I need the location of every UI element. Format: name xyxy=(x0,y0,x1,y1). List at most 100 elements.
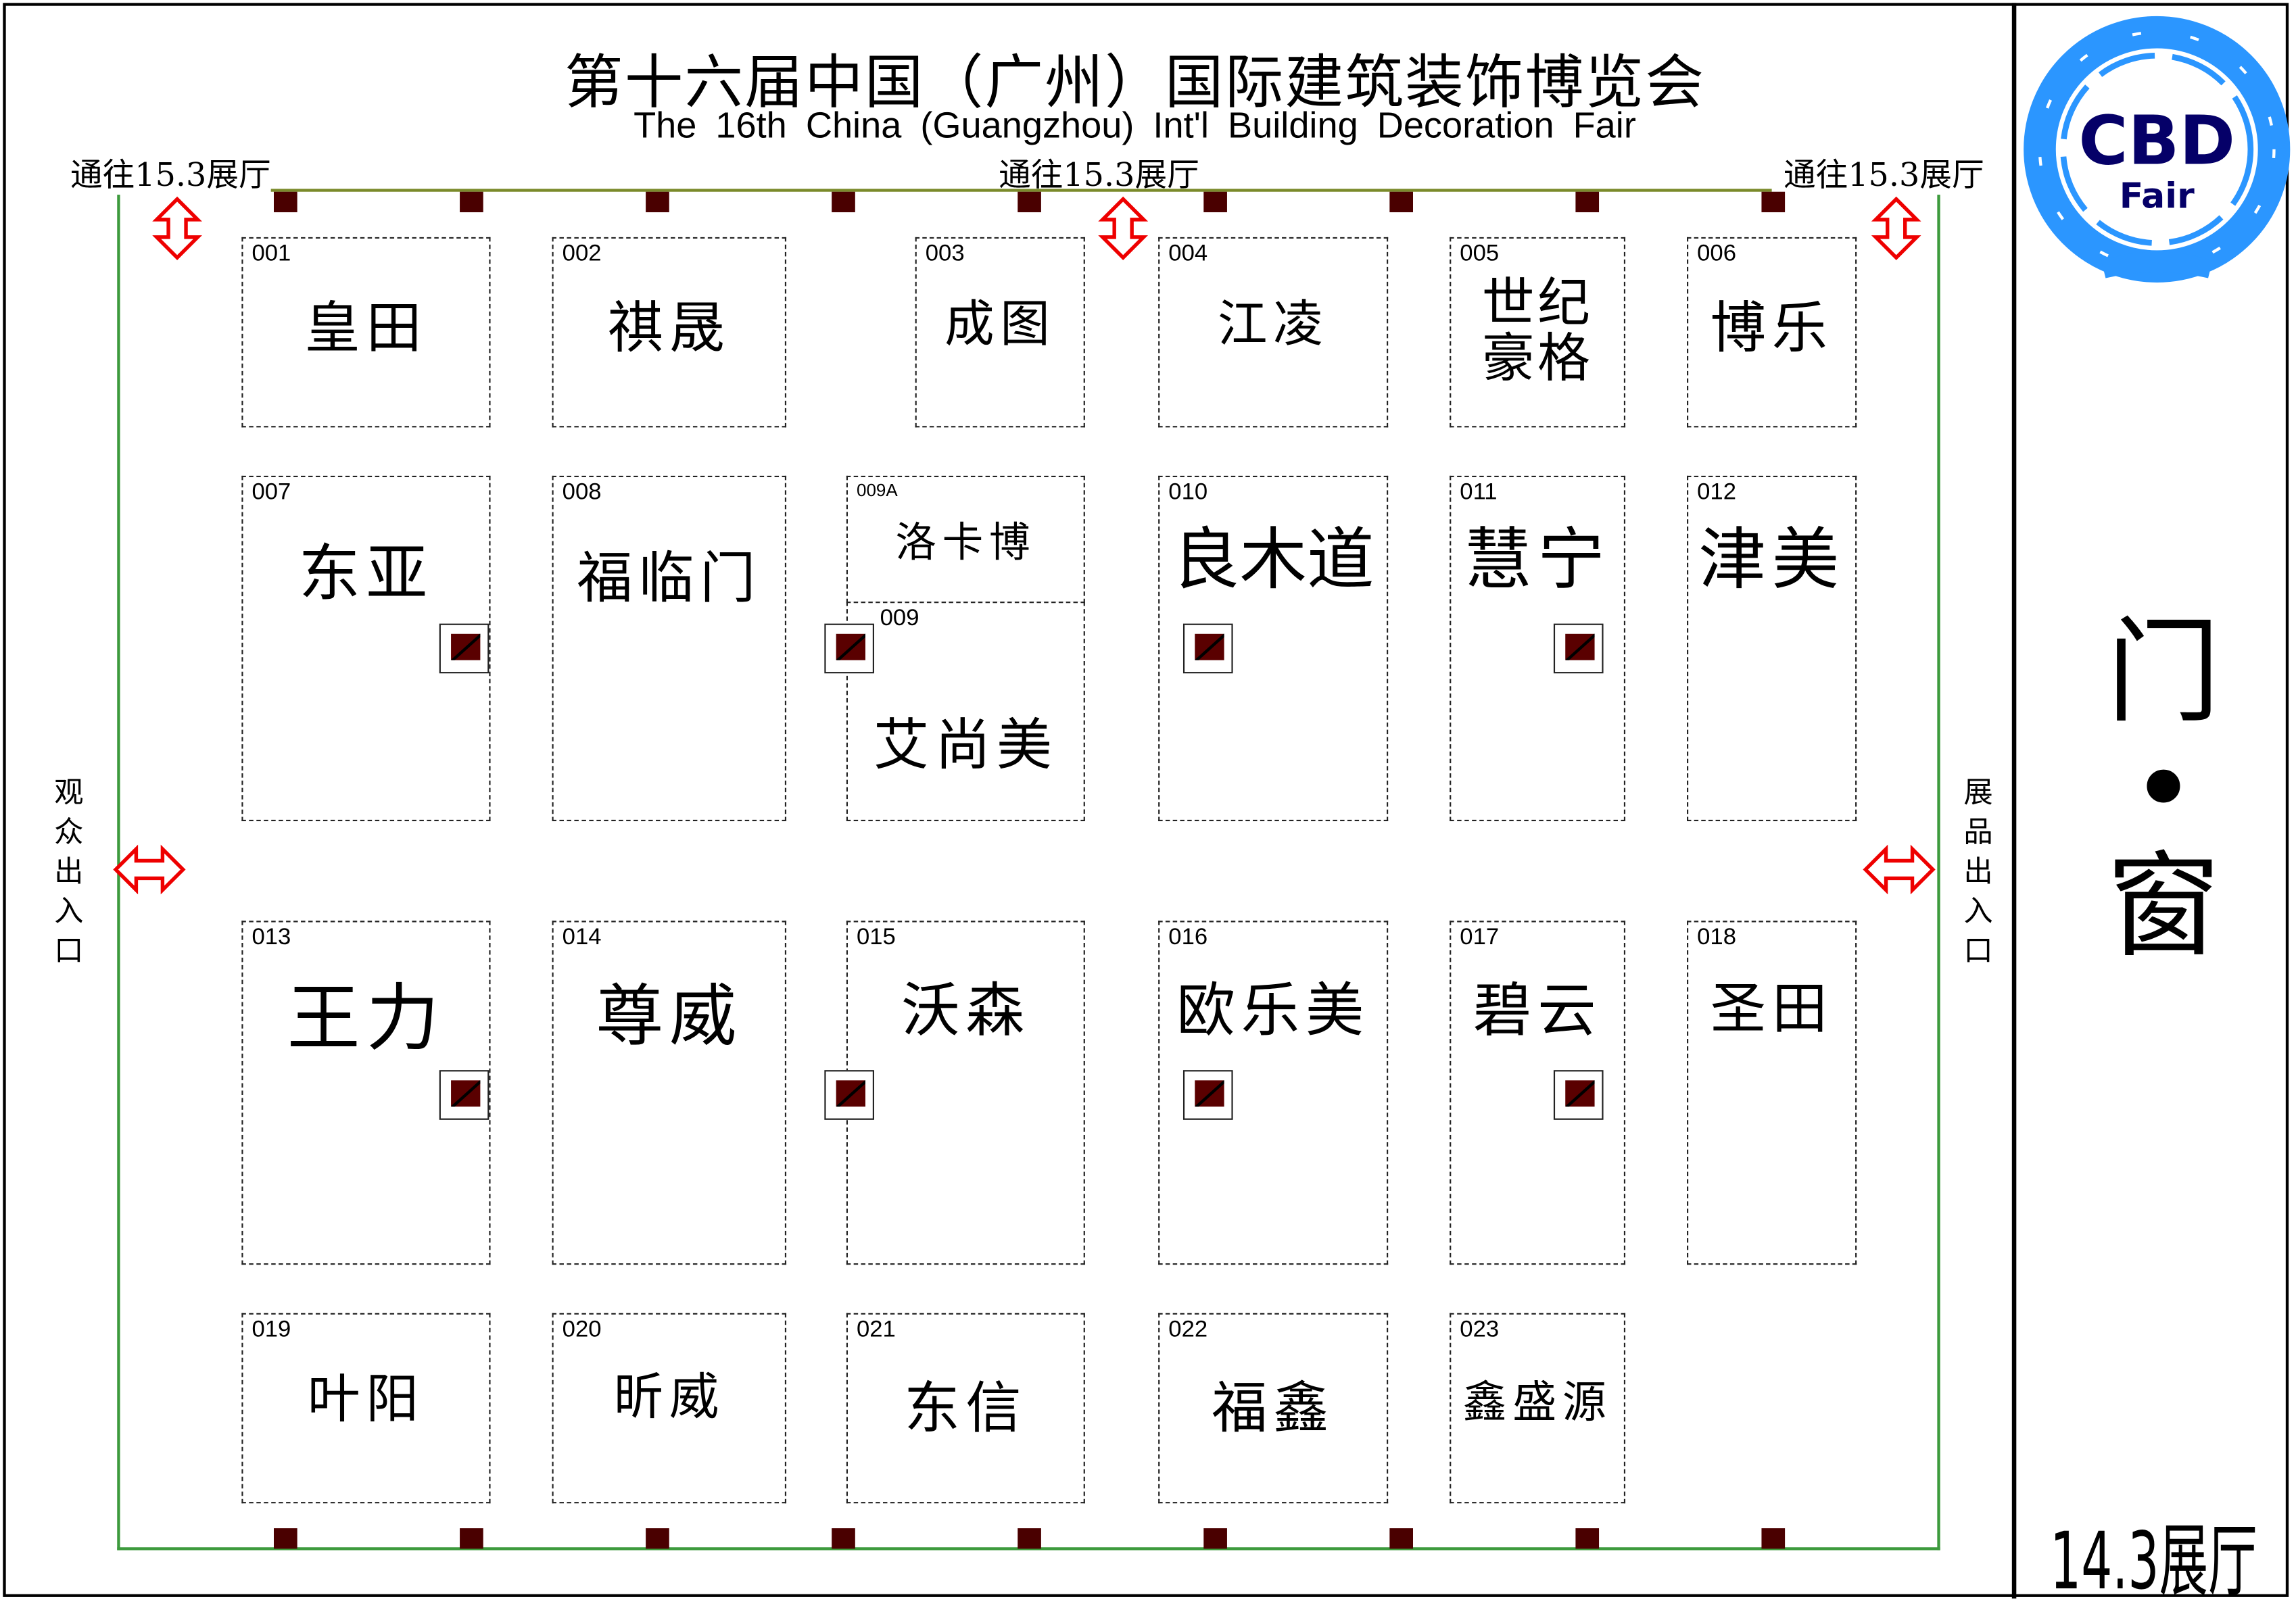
pillar xyxy=(1575,191,1600,213)
pillar xyxy=(1389,191,1413,213)
cbd-fair-logo: CBD Fair xyxy=(2024,16,2291,283)
booth-company-name: 艾尚美 xyxy=(873,712,1058,778)
booth-company-name: 碧云 xyxy=(1473,977,1602,1046)
pillar xyxy=(1203,191,1227,213)
passage-label-right: 通往15.3展厅 xyxy=(1783,157,1984,195)
booth-number: 021 xyxy=(856,1317,896,1343)
booth-022[interactable]: 022 福鑫 xyxy=(1158,1313,1389,1504)
booth-company-name: 良木道 xyxy=(1172,519,1374,599)
passage-label-center: 通往15.3展厅 xyxy=(999,157,1199,195)
double-arrow-vertical-icon xyxy=(152,196,202,261)
passage-label-left: 通往15.3展厅 xyxy=(70,157,271,195)
booth-company-name: 福临门 xyxy=(577,545,762,611)
door-icon xyxy=(451,633,481,660)
booth-number: 022 xyxy=(1168,1317,1208,1343)
booth-006[interactable]: 006 博乐 xyxy=(1687,237,1857,428)
booth-company-name: 东亚 xyxy=(298,537,434,609)
booth-number: 007 xyxy=(252,480,291,506)
booth-number: 009 xyxy=(880,606,919,631)
booth-number: 002 xyxy=(562,241,602,267)
door-sample-marker xyxy=(1182,1070,1233,1120)
booth-number: 014 xyxy=(562,925,602,950)
panel-divider xyxy=(2011,3,2017,1599)
pillar xyxy=(1761,191,1786,213)
door-sample-marker xyxy=(824,1070,874,1120)
booth-number: 015 xyxy=(856,925,896,950)
pillar xyxy=(1761,1528,1786,1549)
double-arrow-vertical-icon xyxy=(1098,196,1148,261)
booth-number: 006 xyxy=(1697,241,1736,267)
booth-company-name: 成图 xyxy=(944,295,1056,355)
booth-company-name: 欧乐美 xyxy=(1176,977,1370,1046)
pillar xyxy=(1575,1528,1600,1549)
booth-number: 020 xyxy=(562,1317,602,1343)
booth-number: 013 xyxy=(252,925,291,950)
title-english: The 16th China (Guangzhou) Int'l Buildin… xyxy=(633,105,1636,147)
booth-company-name: 祺晟 xyxy=(607,295,731,360)
booth-008[interactable]: 008 福临门 xyxy=(552,475,787,822)
door-sample-marker xyxy=(439,1070,489,1120)
booth-number: 001 xyxy=(252,241,291,267)
booth-company-name: 博乐 xyxy=(1710,295,1834,360)
booth-company-name: 东信 xyxy=(904,1375,1028,1441)
svg-text:CBD: CBD xyxy=(2078,103,2235,180)
visitor-entrance-label: 观众出入口 xyxy=(54,774,84,968)
category-dot: • xyxy=(2130,725,2197,856)
booth-003[interactable]: 003 成图 xyxy=(915,237,1085,428)
door-icon xyxy=(1195,633,1224,660)
pillar xyxy=(460,191,483,213)
booth-009[interactable]: 009 艾尚美 xyxy=(824,602,1085,822)
booth-number: 008 xyxy=(562,480,602,506)
pillar xyxy=(274,191,297,213)
booth-021[interactable]: 021 东信 xyxy=(846,1313,1085,1504)
pillar xyxy=(460,1528,483,1549)
pillar xyxy=(274,1528,297,1549)
pillar xyxy=(832,1528,855,1549)
booth-company-name: 昕威 xyxy=(613,1369,725,1427)
booth-020[interactable]: 020 昕威 xyxy=(552,1313,787,1504)
pillar xyxy=(646,1528,669,1549)
booth-company-name: 福鑫 xyxy=(1212,1375,1335,1441)
booth-company-name: 江凌 xyxy=(1217,295,1329,355)
booth-014[interactable]: 014 尊威 xyxy=(552,921,787,1265)
booth-company-name: 鑫盛源 xyxy=(1462,1377,1612,1429)
booth-company-name: 叶阳 xyxy=(307,1370,425,1430)
booth-015[interactable]: 015 沃森 xyxy=(824,921,1085,1265)
door-icon xyxy=(836,1080,865,1107)
door-icon xyxy=(836,633,865,660)
door-icon xyxy=(1565,1080,1595,1107)
door-icon xyxy=(1195,1080,1224,1107)
right-wall-line xyxy=(1937,195,1940,1550)
pillar xyxy=(1389,1528,1413,1549)
door-sample-marker xyxy=(1553,623,1604,674)
booth-company-name: 沃森 xyxy=(901,977,1030,1046)
pillar xyxy=(832,191,855,213)
booth-number: 011 xyxy=(1460,480,1498,506)
double-arrow-vertical-icon xyxy=(1871,196,1921,261)
pillar xyxy=(1018,1528,1041,1549)
door-sample-marker xyxy=(1553,1070,1604,1120)
booth-007[interactable]: 007 东亚 xyxy=(241,475,491,822)
door-sample-marker xyxy=(439,623,489,674)
booth-number: 009A xyxy=(856,480,898,501)
booth-company-name: 津美 xyxy=(1698,519,1845,599)
booth-number: 003 xyxy=(925,241,965,267)
outer-frame xyxy=(3,3,2289,1597)
pillar xyxy=(1203,1528,1227,1549)
pillar xyxy=(646,191,669,213)
booth-company-name: 尊威 xyxy=(596,976,743,1056)
booth-002[interactable]: 002 祺晟 xyxy=(552,237,787,428)
